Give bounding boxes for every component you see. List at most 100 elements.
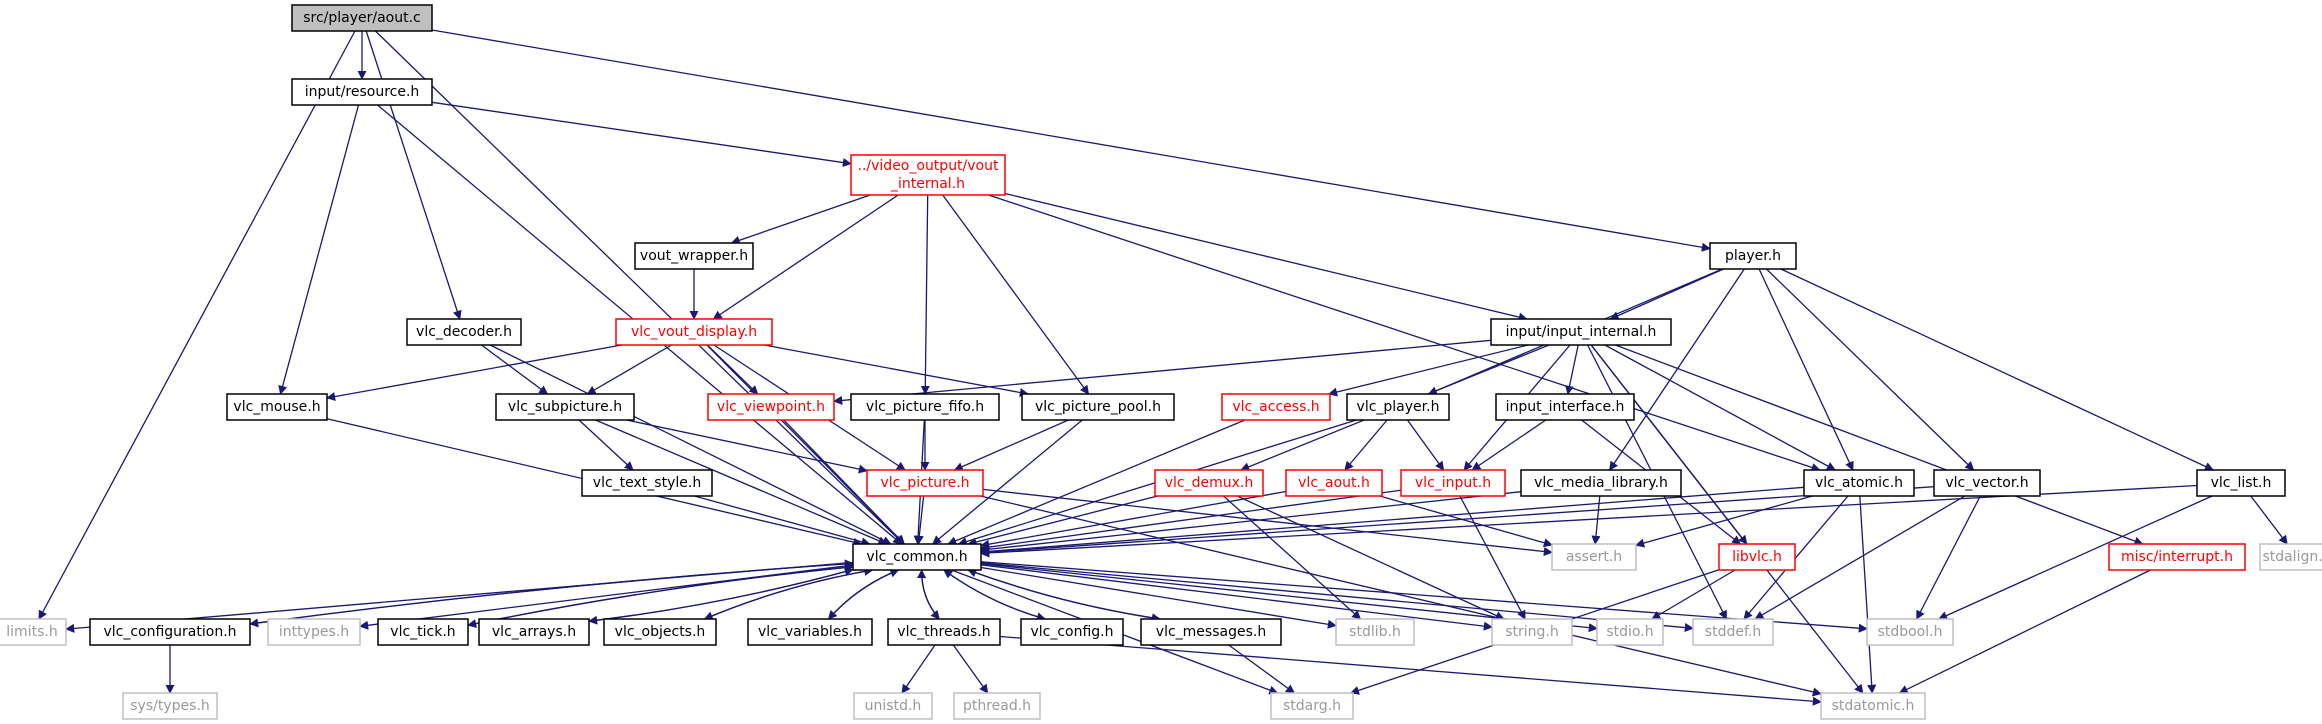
edge-vout_display-to-mouse (326, 344, 622, 402)
node-vout_internal[interactable]: ../video_output/vout_internal.h (850, 154, 1006, 196)
node-config[interactable]: vlc_config.h (1020, 618, 1124, 646)
node-label: vlc_configuration.h (103, 624, 236, 640)
node-stdlib[interactable]: stdlib.h (1335, 618, 1415, 646)
node-vlc_player[interactable]: vlc_player.h (1346, 393, 1450, 421)
node-label: sys/types.h (130, 698, 209, 714)
node-box (0, 618, 67, 646)
node-label: pthread.h (963, 698, 1031, 714)
edge-player_h-to-input_internal (1609, 268, 1724, 320)
node-media_library[interactable]: vlc_media_library.h (1520, 469, 1682, 497)
edge-common-to-tick (467, 566, 854, 629)
node-label: vlc_aout.h (1298, 475, 1370, 491)
edge-picture_pool-to-common (931, 419, 1083, 545)
node-interrupt[interactable]: misc/interrupt.h (2108, 543, 2246, 571)
node-label: stdarg.h (1283, 698, 1341, 714)
node-label: stdlib.h (1349, 624, 1401, 640)
edge-messages-to-common (967, 568, 1161, 620)
node-stdarg[interactable]: stdarg.h (1270, 692, 1354, 720)
node-label: vlc_threads.h (897, 624, 990, 640)
edge-vector-to-stddef (1754, 495, 1966, 620)
node-stdbool[interactable]: stdbool.h (1866, 618, 1954, 646)
node-box (495, 393, 635, 421)
edge-common-to-inttypes (359, 564, 854, 630)
node-label: vlc_vector.h (1945, 475, 2028, 491)
node-vector[interactable]: vlc_vector.h (1933, 469, 2041, 497)
node-picture_pool[interactable]: vlc_picture_pool.h (1021, 393, 1175, 421)
node-stdalign[interactable]: stdalign.h (2259, 543, 2322, 571)
node-text_style[interactable]: vlc_text_style.h (581, 469, 713, 497)
node-input_interface[interactable]: input_interface.h (1495, 393, 1635, 421)
node-label: input_interface.h (1506, 399, 1625, 415)
edge-libvlc-to-stdio (1651, 569, 1736, 620)
edge-atomic-to-common (980, 486, 1805, 556)
node-label: unistd.h (865, 698, 922, 714)
edge-resource-to-vout_internal (431, 101, 852, 168)
node-systypes[interactable]: sys/types.h (122, 692, 218, 720)
node-box (853, 692, 933, 720)
node-threads[interactable]: vlc_threads.h (887, 618, 1001, 646)
node-box (1154, 469, 1264, 497)
node-vlc_aout[interactable]: vlc_aout.h (1285, 469, 1383, 497)
node-common[interactable]: vlc_common.h (852, 543, 982, 571)
node-pthread[interactable]: pthread.h (953, 692, 1041, 720)
edge-decoder-to-common (489, 344, 892, 545)
node-unistd[interactable]: unistd.h (853, 692, 933, 720)
node-player_h[interactable]: player.h (1709, 242, 1797, 270)
node-aout[interactable]: src/player/aout.c (291, 4, 433, 32)
node-stddef[interactable]: stddef.h (1692, 618, 1774, 646)
edge-threads-to-unistd (901, 644, 936, 694)
node-box (634, 242, 754, 270)
node-label: string.h (1505, 624, 1559, 640)
node-stdio[interactable]: stdio.h (1596, 618, 1664, 646)
node-demux[interactable]: vlc_demux.h (1154, 469, 1264, 497)
node-limits[interactable]: limits.h (0, 618, 67, 646)
edge-vlc_aout-to-assert (1379, 495, 1553, 548)
node-box (1718, 543, 1796, 571)
node-libvlc[interactable]: libvlc.h (1718, 543, 1796, 571)
edge-picture-to-common (914, 495, 925, 545)
edge-media_library-to-common (980, 491, 1522, 554)
node-viewpoint[interactable]: vlc_viewpoint.h (707, 393, 835, 421)
node-label: vlc_decoder.h (416, 324, 512, 340)
node-resource[interactable]: input/resource.h (291, 78, 433, 106)
node-box (615, 318, 773, 346)
node-atomic[interactable]: vlc_atomic.h (1803, 469, 1915, 497)
edge-input_interface-to-vlc_input (1471, 419, 1547, 471)
node-access[interactable]: vlc_access.h (1221, 393, 1331, 421)
node-configuration[interactable]: vlc_configuration.h (89, 618, 251, 646)
node-vout_display[interactable]: vlc_vout_display.h (615, 318, 773, 346)
node-picture_fifo[interactable]: vlc_picture_fifo.h (850, 393, 1000, 421)
node-assert[interactable]: assert.h (1551, 543, 1637, 571)
node-picture[interactable]: vlc_picture.h (866, 469, 984, 497)
node-vlc_input[interactable]: vlc_input.h (1400, 469, 1506, 497)
edge-vlc_player-to-vlc_aout (1344, 419, 1388, 471)
node-subpicture[interactable]: vlc_subpicture.h (495, 393, 635, 421)
node-messages[interactable]: vlc_messages.h (1140, 618, 1282, 646)
node-inttypes[interactable]: inttypes.h (267, 618, 361, 646)
node-tick[interactable]: vlc_tick.h (377, 618, 469, 646)
edge-common-to-stdlib (980, 566, 1337, 629)
node-box (850, 393, 1000, 421)
node-label: vlc_atomic.h (1815, 475, 1903, 491)
node-label: player.h (1725, 248, 1781, 264)
edge-vout_internal-to-picture_fifo (920, 194, 930, 395)
node-variables[interactable]: vlc_variables.h (747, 618, 873, 646)
node-string[interactable]: string.h (1491, 618, 1573, 646)
node-vout_wrapper[interactable]: vout_wrapper.h (634, 242, 754, 270)
node-objects[interactable]: vlc_objects.h (603, 618, 717, 646)
edge-common-to-stddef (980, 562, 1694, 633)
node-input_internal[interactable]: input/input_internal.h (1490, 318, 1672, 346)
node-box (581, 469, 713, 497)
node-label: vlc_demux.h (1165, 475, 1254, 491)
node-arrays[interactable]: vlc_arrays.h (478, 618, 590, 646)
node-mouse[interactable]: vlc_mouse.h (226, 393, 328, 421)
edge-player_h-to-atomic (1758, 268, 1854, 471)
node-decoder[interactable]: vlc_decoder.h (406, 318, 522, 346)
edge-input_internal-to-atomic (1604, 344, 1836, 471)
node-list[interactable]: vlc_list.h (2196, 469, 2286, 497)
node-stdatomic[interactable]: stdatomic.h (1820, 692, 1926, 720)
edge-vlc_aout-to-common (980, 490, 1287, 549)
node-label: vlc_player.h (1357, 399, 1440, 415)
node-label: ../video_output/vout_internal.h (858, 158, 999, 192)
edge-demux-to-common (967, 495, 1158, 547)
